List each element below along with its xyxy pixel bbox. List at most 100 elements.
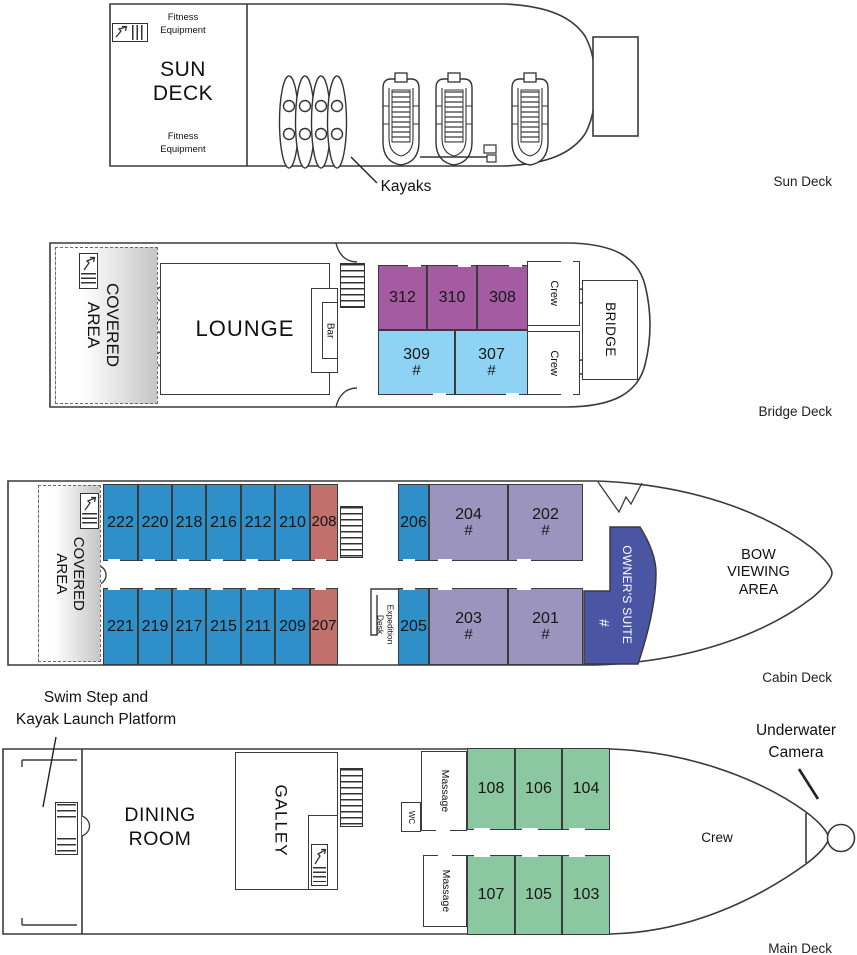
cabin-door xyxy=(474,828,490,831)
cabin-door xyxy=(177,559,189,562)
cabin-number: 217 xyxy=(175,617,203,635)
cabin-309: 309 # xyxy=(378,330,455,396)
cabin-number: 209 xyxy=(279,617,306,635)
stairs-icon xyxy=(311,844,328,886)
cabin-number: 104 xyxy=(572,780,600,798)
stairs-steps xyxy=(57,838,76,853)
cabin-number: 107 xyxy=(477,886,505,904)
cabin-door xyxy=(315,559,326,562)
cabin-204: 204 # xyxy=(429,484,508,562)
cabin-212: 212 xyxy=(241,484,275,562)
cabin-door xyxy=(246,559,258,562)
stairs-steps xyxy=(82,512,97,527)
cabin-number: 310 xyxy=(438,288,466,306)
cabin-note: # xyxy=(464,522,473,540)
cabin-door xyxy=(211,559,223,562)
cabin-door xyxy=(246,587,258,590)
stairs-icon xyxy=(80,493,99,529)
room-door xyxy=(438,854,452,857)
owners-suite-shape xyxy=(583,526,657,665)
cabin-210: 210 xyxy=(275,484,310,562)
bridge-room xyxy=(582,280,638,380)
cabin-door xyxy=(408,264,421,267)
cabin-number: 208 xyxy=(311,513,337,531)
crew-top-label: Crew xyxy=(547,280,560,307)
sun-deck-title: SUN DECK xyxy=(152,58,214,105)
massage-room-top xyxy=(421,751,467,832)
cabin-door xyxy=(108,587,120,590)
cabin-number: 205 xyxy=(400,617,427,635)
cabin-door xyxy=(522,828,538,831)
cabin-door xyxy=(438,587,452,590)
cabin-number: 207 xyxy=(311,617,337,635)
owners-suite-label: OWNER'S SUITE xyxy=(619,545,634,645)
covered-area-label: COVERED AREA xyxy=(53,536,87,612)
cabin-number: 215 xyxy=(210,617,237,635)
cabin-number: 307 xyxy=(478,345,505,363)
cabin-note: # xyxy=(464,626,473,644)
cabin-number: 309 xyxy=(403,345,430,363)
bar-counter xyxy=(322,302,338,359)
cabin-number: 312 xyxy=(389,288,416,306)
wc-label: WC xyxy=(407,810,417,824)
swim-step-label-line2: Kayak Launch Platform xyxy=(15,711,177,728)
lounge-label: LOUNGE xyxy=(195,316,295,341)
cabin-312: 312 xyxy=(378,264,427,330)
bow-viewing-area-label: BOW VIEWING AREA xyxy=(727,546,790,598)
main-deck-hull xyxy=(2,748,856,935)
cabin-220: 220 xyxy=(138,484,172,562)
cabin-door xyxy=(509,264,522,267)
room-door xyxy=(561,260,573,263)
covered-area-label: COVERED AREA xyxy=(84,282,123,368)
cabin-215: 215 xyxy=(206,587,241,665)
crew-bottom-label: Crew xyxy=(547,350,560,376)
cabin-number: 308 xyxy=(489,288,516,306)
massage-room-bottom xyxy=(423,854,467,927)
massage-top-label: Massage xyxy=(438,769,451,813)
sun-deck-hull xyxy=(109,3,639,167)
cabin-number: 202 xyxy=(532,505,559,523)
swim-stairway xyxy=(55,802,78,855)
cabin-106: 106 xyxy=(515,748,562,831)
stairs-arrow-icon xyxy=(83,256,96,271)
covered-area-bridge xyxy=(55,247,158,404)
kayaks-icon xyxy=(278,75,348,169)
cabin-number: 106 xyxy=(525,780,552,798)
cabin-218: 218 xyxy=(172,484,206,562)
cabin-number: 219 xyxy=(141,617,169,635)
kayaks-label: Kayaks xyxy=(380,177,432,195)
stairs-steps xyxy=(57,804,76,819)
cabin-door xyxy=(569,828,585,831)
cabin-door xyxy=(506,393,519,396)
cabin-door xyxy=(474,854,490,857)
cabin-number: 103 xyxy=(572,886,600,904)
cabin-202: 202 # xyxy=(508,484,583,562)
cabin-note: # xyxy=(487,362,496,380)
cabin-number: 216 xyxy=(210,513,237,531)
cabin-door xyxy=(433,393,446,396)
cabin-310: 310 xyxy=(427,264,477,330)
crew-room-bottom xyxy=(527,331,580,396)
stairs-icon xyxy=(112,23,148,42)
cabin-door xyxy=(315,587,326,590)
cabin-209: 209 xyxy=(275,587,310,665)
deck-label-sun: Sun Deck xyxy=(773,174,832,189)
crew-area-label: Crew xyxy=(701,829,733,845)
cabin-door xyxy=(517,587,531,590)
cabin-number: 221 xyxy=(107,617,134,635)
cabin-door xyxy=(211,587,223,590)
cabin-219: 219 xyxy=(138,587,172,665)
cabin-205: 205 xyxy=(398,587,429,665)
bridge-label: BRIDGE xyxy=(602,302,618,358)
cabin-number: 210 xyxy=(279,513,306,531)
stairs-arrow-icon xyxy=(84,496,97,511)
massage-bottom-label: Massage xyxy=(439,869,452,913)
fitness-equipment-label-top: Fitness Equipment xyxy=(160,12,206,36)
cabin-number: 108 xyxy=(477,780,505,798)
cabin-door xyxy=(143,587,155,590)
stairway xyxy=(340,263,365,308)
cabin-211: 211 xyxy=(241,587,275,665)
cabin-door xyxy=(143,559,155,562)
deck-label-cabin: Cabin Deck xyxy=(762,670,832,685)
